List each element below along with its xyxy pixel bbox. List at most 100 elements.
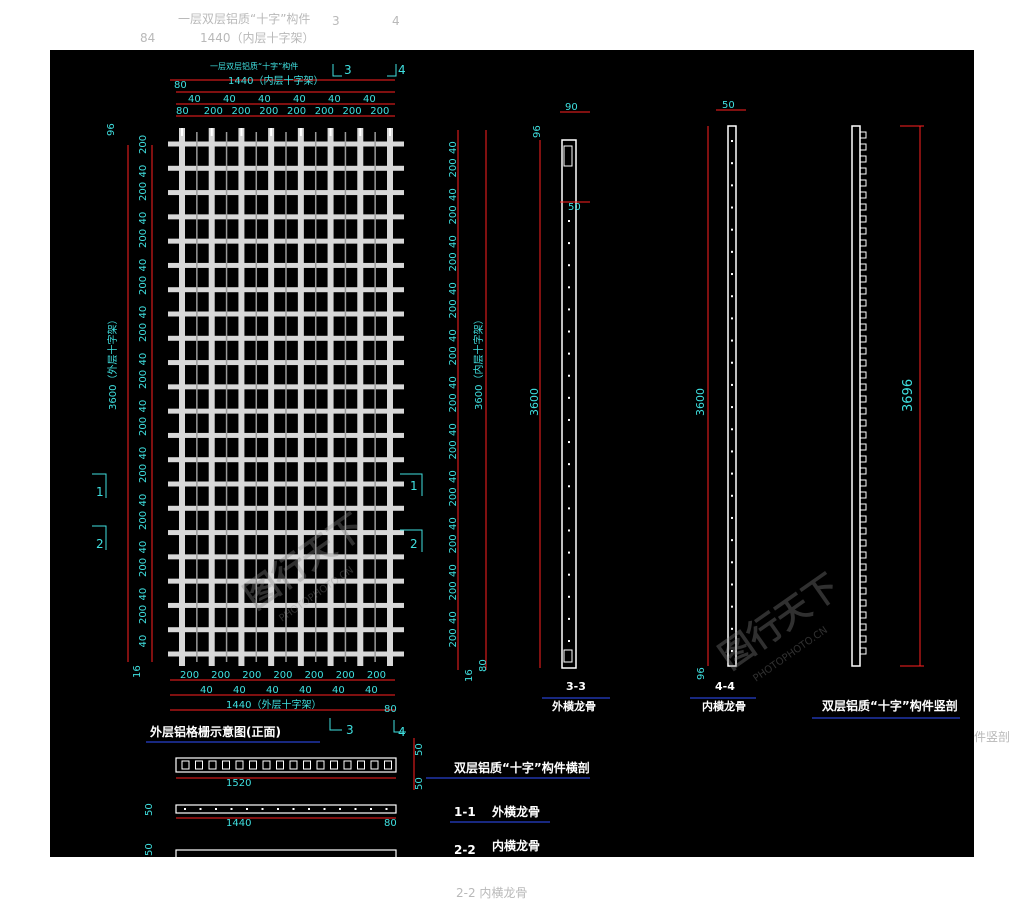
section-mark-1-right: 1 — [410, 479, 418, 493]
section44-dot — [731, 250, 733, 253]
vertical-section-tooth — [859, 383, 867, 391]
section44-dot — [731, 184, 733, 187]
vertical-section-tooth — [859, 587, 867, 595]
left-pair-label: 40 — [138, 541, 149, 554]
bottom-row2-label: 40 — [200, 685, 213, 696]
grid-vertical-bar — [179, 128, 185, 666]
horizontal-section-notch — [330, 760, 338, 770]
right-pair-label: 40 — [448, 517, 459, 530]
section44-dot — [731, 627, 733, 630]
grid-bar-cap — [270, 128, 273, 136]
legend-2-num: 2-2 — [454, 843, 476, 857]
vertical-section-tooth — [859, 419, 867, 427]
ghost-top-dim: 1440（内层十字架） — [200, 31, 315, 45]
grid-bar-cap — [329, 128, 332, 136]
vertical-section-tooth — [859, 551, 867, 559]
ghost-top-title: 一层双层铝质“十字”构件 — [178, 12, 311, 26]
right-pair-label: 200 — [448, 628, 459, 647]
vertical-section-tooth — [859, 227, 867, 235]
vertical-section-tooth — [859, 599, 867, 607]
section-mark-2-right: 2 — [410, 537, 418, 551]
right-pair-label: 200 — [448, 252, 459, 271]
hsec-dim-left2: 50 — [144, 843, 155, 856]
vertical-section-tooth — [859, 287, 867, 295]
vertical-section-tooth — [859, 131, 867, 139]
section-vertical: 3696 双层铝质“十字”构件竖剖 — [812, 125, 960, 719]
top-row1-label: 40 — [293, 94, 306, 105]
grid-bar-cap — [210, 128, 213, 136]
bottom-row2-label: 40 — [332, 685, 345, 696]
section-vertical-caption: 双层铝质“十字”构件竖剖 — [822, 698, 958, 713]
vertical-section-tooth — [859, 191, 867, 199]
horizontal-section2-dot — [385, 808, 388, 810]
section33-dot — [568, 640, 570, 642]
vertical-section-tooth — [859, 335, 867, 343]
section33-label-text: 外横龙骨 — [551, 699, 596, 713]
vertical-section-tooth — [859, 323, 867, 331]
right-pair-label: 200 — [448, 299, 459, 318]
grid-vertical-bar — [297, 128, 304, 666]
section44-dot — [731, 561, 733, 564]
horizontal-section-notch — [222, 760, 230, 770]
section33-dot — [568, 595, 570, 598]
section33-dot — [568, 374, 570, 377]
top-row2-label: 200 — [287, 106, 306, 117]
bottom-right-dim-b: 16 — [464, 669, 475, 682]
section44-bottom-dim: 96 — [696, 667, 707, 680]
section33-dot — [568, 242, 570, 245]
top-row2-label: 200 — [370, 106, 389, 117]
cut-mark-4-top: 4 — [398, 63, 406, 77]
grid-elevation — [168, 128, 404, 666]
horizontal-section-notch — [195, 760, 203, 770]
left-pair-label: 200 — [138, 182, 149, 201]
horizontal-section2-dot — [308, 808, 310, 810]
horizontal-section-notch — [208, 760, 217, 770]
section33-mid-dim: 50 — [568, 202, 581, 213]
horizontal-section2-dot — [370, 808, 372, 810]
section33-height: 3600 — [528, 388, 541, 416]
cut-mark-3-bottom: 3 — [346, 723, 354, 737]
vertical-section-tooth — [859, 407, 867, 415]
left-pair-label: 200 — [138, 464, 149, 483]
section-mark-1-left: 1 — [96, 485, 104, 499]
bottom-row1-label: 200 — [336, 670, 355, 681]
right-pair-label: 200 — [448, 487, 459, 506]
right-pair-label: 200 — [448, 393, 459, 412]
section44-dot — [731, 317, 733, 320]
right-pair-label: 200 — [448, 440, 459, 459]
hsec-dim-80: 80 — [384, 818, 397, 829]
right-pair-label: 40 — [448, 188, 459, 201]
vertical-section-tooth — [859, 395, 867, 403]
section44-dot — [731, 605, 733, 608]
bottom-overall-dim: 1440（外层十字架） — [226, 698, 321, 711]
section33-dot — [568, 529, 570, 532]
section44-top-dim: 50 — [722, 100, 735, 111]
horizontal-section-notch — [357, 760, 365, 770]
section33-top-dim: 90 — [565, 102, 578, 113]
horizontal-section2-dot — [339, 808, 341, 810]
horizontal-section2-dot — [246, 808, 248, 810]
section33-dot — [568, 551, 570, 554]
bottom-row1-label: 200 — [242, 670, 261, 681]
section33-dot — [568, 308, 570, 311]
horizontal-section-notch — [370, 760, 379, 770]
section33-dot — [568, 286, 570, 289]
vertical-section-tooth — [859, 203, 867, 211]
vertical-section-tooth — [859, 443, 867, 451]
vertical-section-teeth — [859, 131, 867, 655]
left-pair-label: 40 — [138, 212, 149, 225]
horizontal-section-notch — [343, 760, 352, 770]
vertical-section-tooth — [859, 215, 867, 223]
vertical-section-tooth — [859, 299, 867, 307]
bottom-row2-label: 40 — [299, 685, 312, 696]
bottom-right-dim-a: 80 — [478, 659, 489, 672]
horizontal-section-notch — [289, 760, 298, 770]
section44-dot — [731, 162, 733, 165]
right-pair-label: 40 — [448, 282, 459, 295]
section33-dot — [568, 573, 570, 576]
section-4-4: 50 3600 96 4-4 内横龙骨 — [690, 100, 756, 713]
horizontal-section-notch — [384, 760, 392, 770]
left-pair-label: 200 — [138, 605, 149, 624]
section33-dot — [568, 264, 570, 267]
left-pair-label: 40 — [138, 259, 149, 272]
